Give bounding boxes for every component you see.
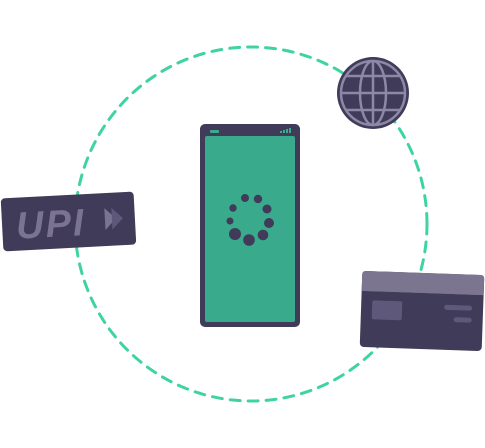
signal-icon: [280, 128, 291, 133]
phone-screen: [205, 136, 295, 322]
upi-arrow-icon: [104, 208, 116, 231]
spinner-dot: [264, 218, 274, 228]
spinner-dot: [262, 204, 272, 214]
orbit-ring: [73, 45, 429, 403]
spinner-dot: [229, 204, 237, 212]
spinner-dot: [257, 229, 269, 241]
globe-icon: [337, 57, 409, 129]
card-chip: [371, 300, 403, 321]
loading-spinner-icon: [226, 194, 274, 246]
spinner-dot: [241, 194, 249, 202]
credit-card-icon: [359, 270, 485, 351]
phone: [200, 124, 300, 327]
spinner-dot: [253, 194, 263, 204]
upi-card: UPI: [0, 191, 137, 252]
spinner-dot: [229, 228, 241, 240]
spinner-dot: [243, 234, 255, 246]
upi-logo-text: UPI: [15, 202, 86, 248]
battery-icon: [210, 130, 219, 133]
spinner-dot: [226, 217, 234, 225]
